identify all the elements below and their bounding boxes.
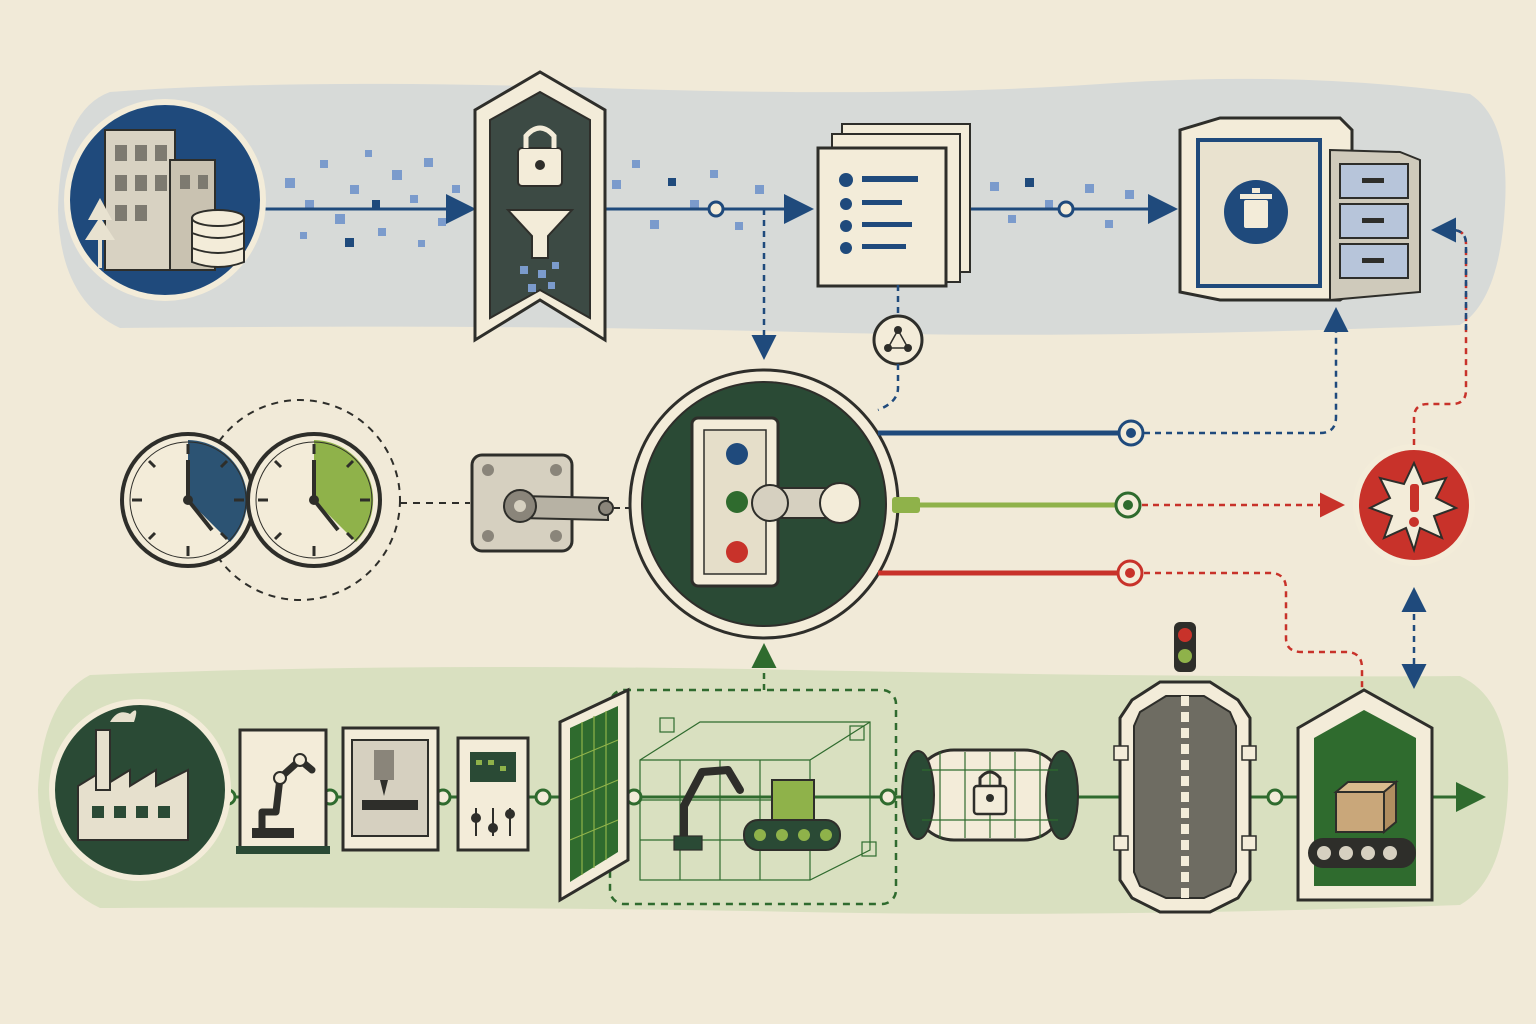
alert-to-vault-link [1412, 228, 1468, 445]
shelter-conveyor-icon [1296, 688, 1434, 902]
selector-switch-icon[interactable] [628, 368, 900, 640]
robot-arm-panel-icon [236, 728, 330, 854]
alert-burst-icon [1353, 444, 1475, 566]
airlock-door-icon [1113, 622, 1257, 914]
cnc-machine-panel-icon [341, 726, 440, 852]
hinge-switch-icon [470, 453, 614, 553]
selector-light-red [726, 541, 748, 563]
control-panel-icon [456, 736, 530, 852]
lock-filter-gate-icon [473, 70, 607, 343]
mesh-tunnel-lock-icon [901, 748, 1079, 842]
factory-icon [49, 699, 231, 881]
robot-sandbox-icon [639, 717, 877, 881]
grid-gate-icon [558, 687, 630, 903]
data-pixel-stream [285, 150, 1134, 247]
vault-cabinet-icon [1178, 116, 1421, 302]
document-stack-icon [816, 123, 971, 288]
dual-clock-icon [120, 432, 382, 568]
selector-light-navy [726, 443, 748, 465]
it-band [58, 78, 1506, 335]
network-node-icon [872, 285, 924, 412]
selector-light-green [726, 491, 748, 513]
building-database-icon [64, 99, 266, 301]
